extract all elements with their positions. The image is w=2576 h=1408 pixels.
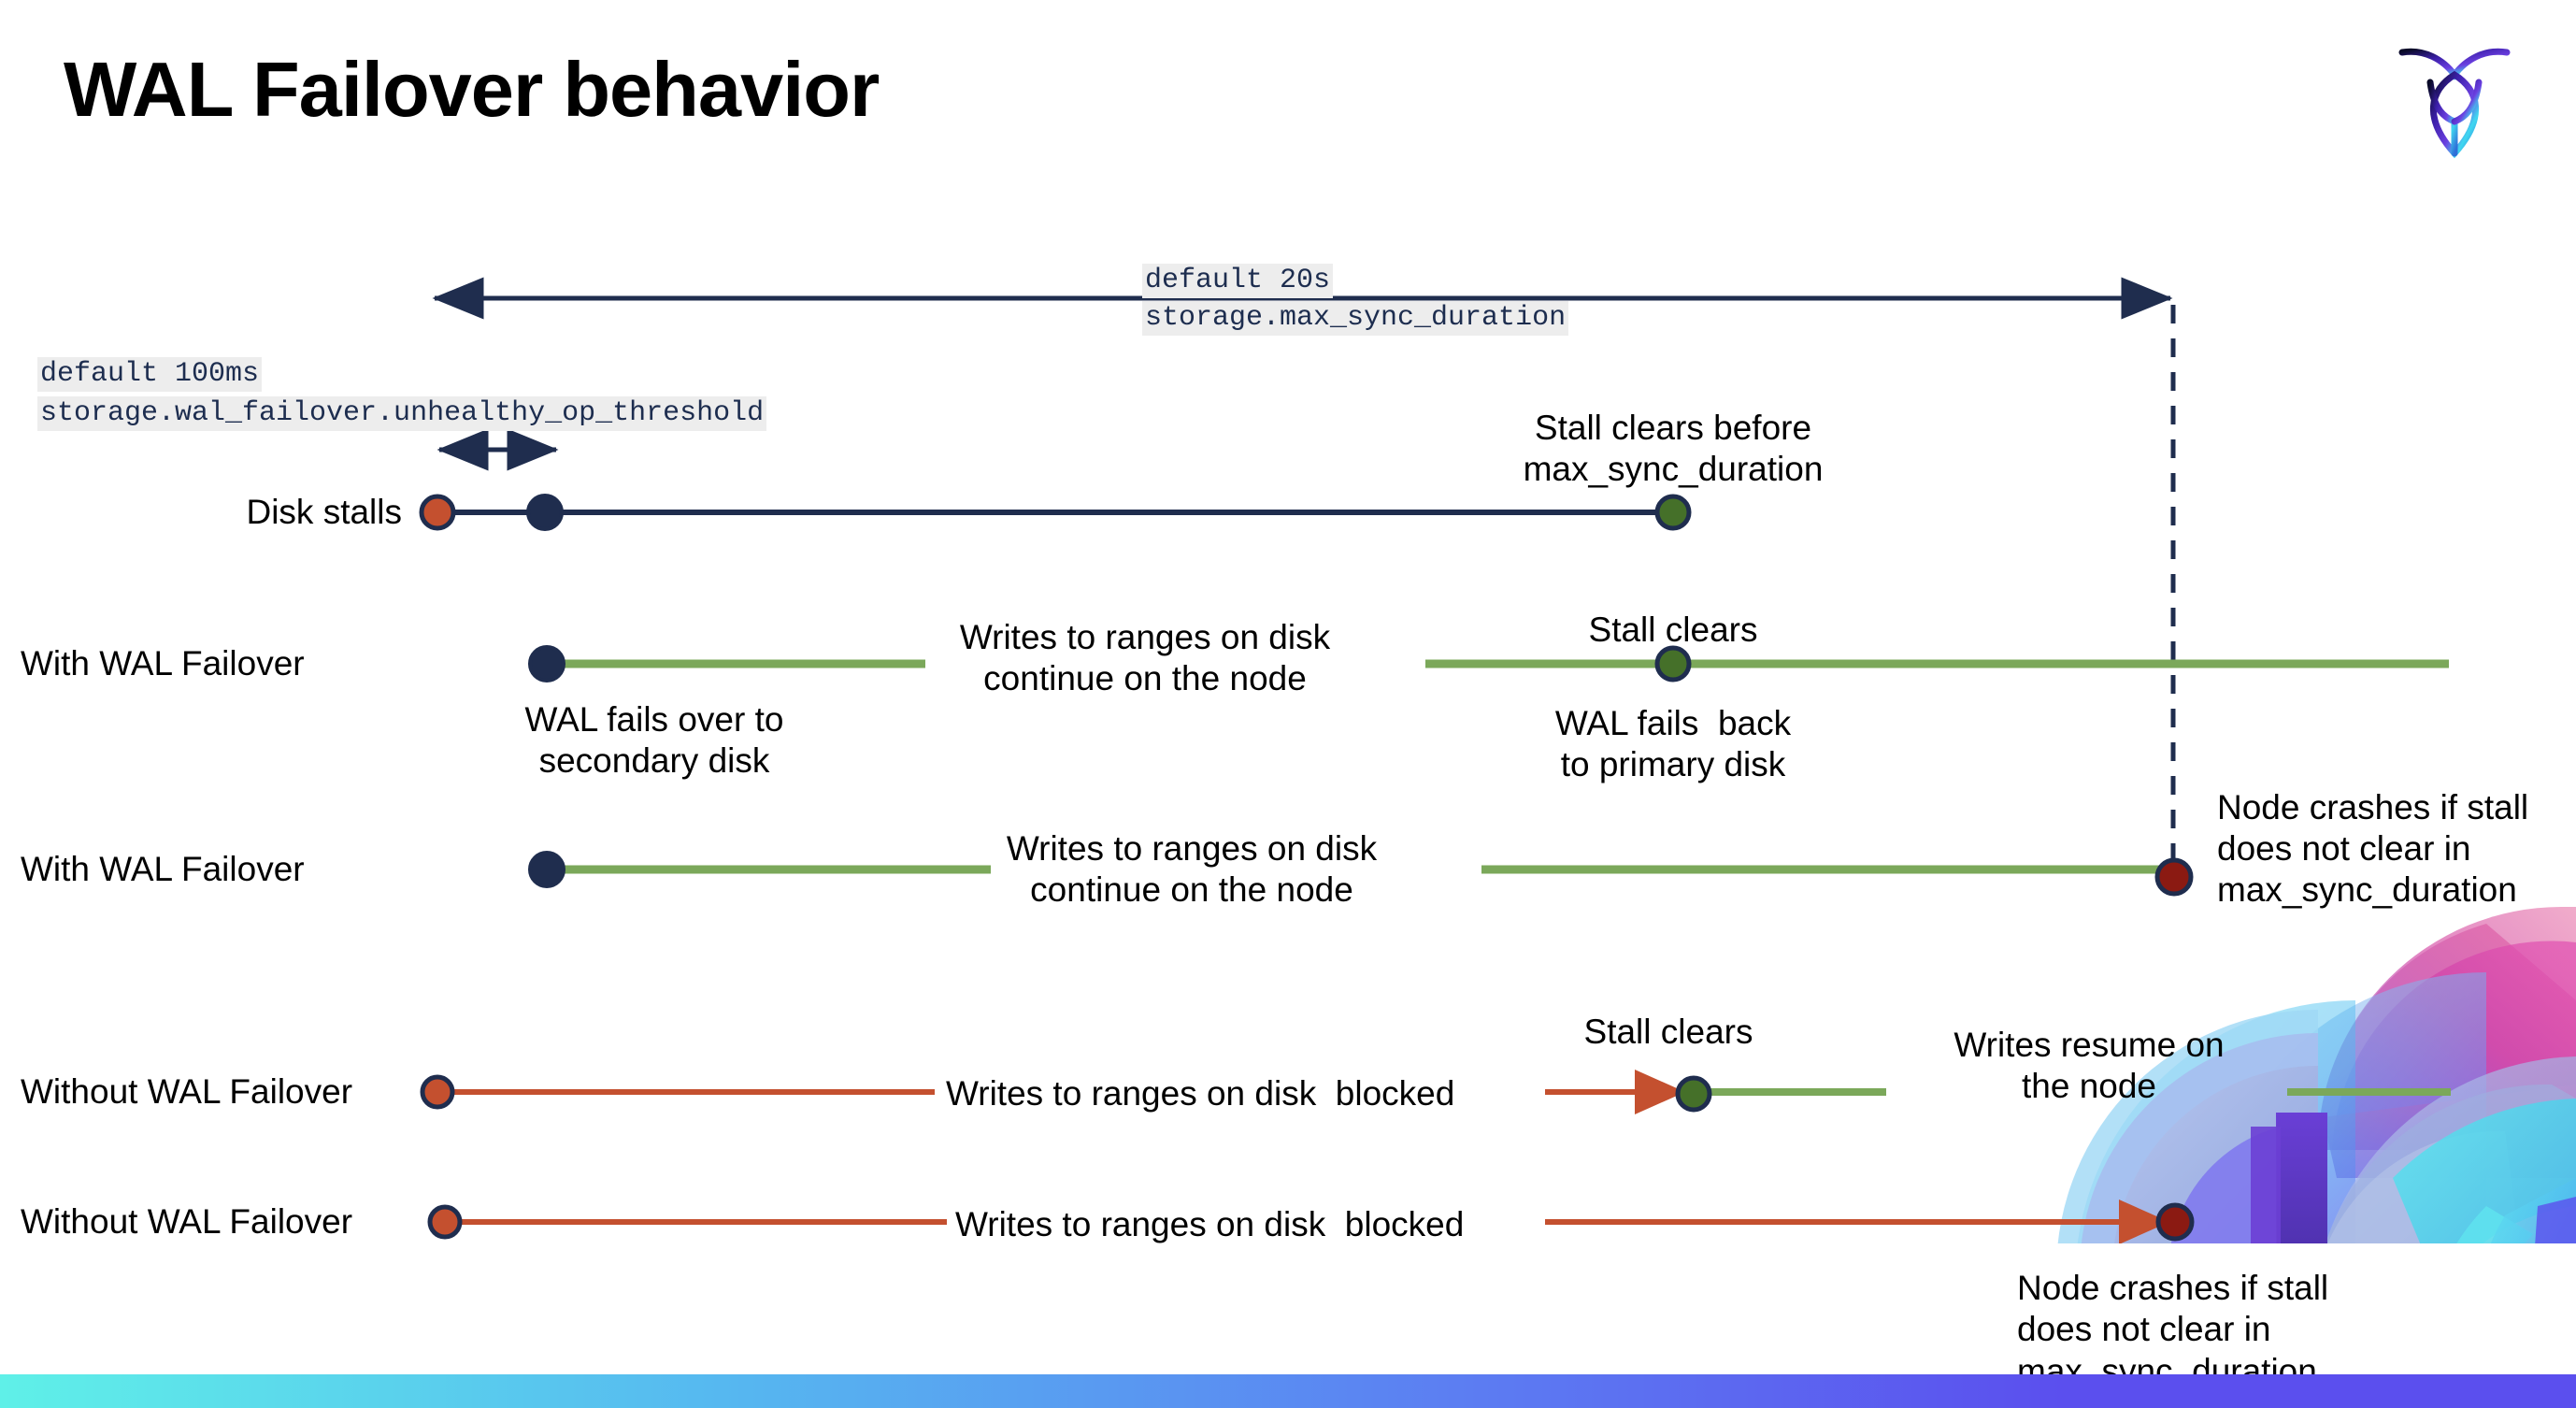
stall-cleared-marker	[1654, 645, 1692, 682]
failover-trigger-marker	[526, 494, 564, 531]
note-stall-clears-2: Stall clears	[1583, 1013, 1753, 1051]
stall-start-marker	[420, 1074, 455, 1110]
node-crash-marker	[2154, 857, 2194, 897]
note-node-crashes-1: Node crashes if stall does not clear in …	[2217, 788, 2529, 910]
stall-cleared-marker	[1675, 1075, 1712, 1113]
note-wal-fails-back: WAL fails back to primary disk	[1554, 704, 1792, 784]
note-writes-blocked-1: Writes to ranges on disk blocked	[946, 1074, 1455, 1113]
with-wal-failover-1-timeline	[528, 645, 2449, 682]
stall-start-marker	[427, 1204, 463, 1240]
stall-start-marker	[419, 494, 456, 531]
without-wal-failover-1-timeline	[420, 1070, 2451, 1114]
node-crash-marker	[2155, 1202, 2195, 1242]
bottom-gradient-bar	[0, 1374, 2576, 1408]
disk-stalls-timeline	[419, 494, 1692, 531]
note-wal-fails-over: WAL fails over to secondary disk	[524, 700, 784, 781]
stall-cleared-marker	[1654, 494, 1692, 531]
failover-trigger-marker	[528, 851, 565, 888]
max-sync-default-chip: default 20s	[1142, 264, 1334, 299]
cockroachdb-logo	[2389, 28, 2520, 168]
without-wal-failover-2-timeline	[427, 1200, 2195, 1244]
note-writes-resume: Writes resume on the node	[1953, 1026, 2225, 1106]
max-sync-setting-chip: storage.max_sync_duration	[1142, 301, 1569, 337]
note-writes-continue-1: Writes to ranges on disk continue on the…	[959, 618, 1331, 698]
note-stall-clears-before: Stall clears before max_sync_duration	[1523, 409, 1824, 489]
with-wal-failover-2-timeline	[528, 851, 2194, 897]
note-stall-clears-1: Stall clears	[1588, 611, 1758, 649]
unhealthy-op-default-chip: default 100ms	[37, 357, 263, 393]
row-label-with-wal-failover-2: With WAL Failover	[21, 850, 305, 888]
row-label-without-wal-failover-1: Without WAL Failover	[21, 1072, 353, 1111]
failover-trigger-marker	[528, 645, 565, 682]
row-label-disk-stalls: Disk stalls	[246, 493, 402, 531]
unhealthy-op-setting-chip: storage.wal_failover.unhealthy_op_thresh…	[37, 396, 767, 432]
page-title: WAL Failover behavior	[64, 46, 880, 133]
note-writes-blocked-2: Writes to ranges on disk blocked	[955, 1205, 1465, 1243]
row-label-with-wal-failover-1: With WAL Failover	[21, 644, 305, 682]
row-label-without-wal-failover-2: Without WAL Failover	[21, 1202, 353, 1241]
note-writes-continue-2: Writes to ranges on disk continue on the…	[1006, 829, 1378, 910]
